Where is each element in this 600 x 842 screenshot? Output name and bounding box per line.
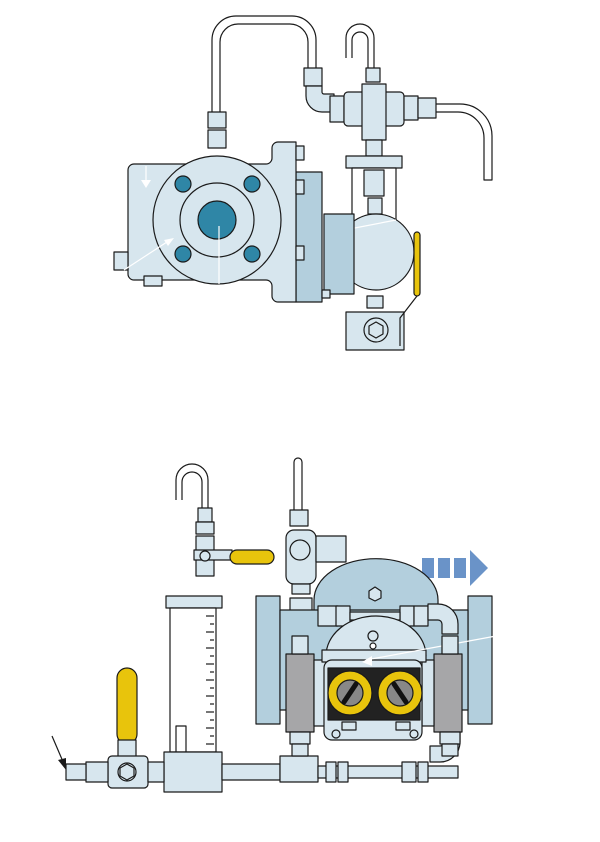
right-end-cap xyxy=(433,653,463,733)
pipe-fitting xyxy=(207,129,227,149)
inlet-arrow xyxy=(58,758,66,770)
dial-right xyxy=(377,670,423,716)
top-assembly xyxy=(113,15,493,351)
left-flange xyxy=(255,595,281,725)
right-flange xyxy=(467,595,493,725)
pipe-fitting xyxy=(207,111,227,129)
graduation-marks xyxy=(206,615,214,745)
cylinder-cap xyxy=(165,595,223,609)
dial-left xyxy=(327,670,373,716)
cylinder-base xyxy=(163,751,223,793)
mount-bracket xyxy=(323,213,355,295)
pipe-fitting xyxy=(303,67,323,87)
vent-valve-handle xyxy=(229,549,275,565)
valve-handle xyxy=(413,231,421,297)
drain-valve-handle xyxy=(116,667,138,745)
bottom-assembly xyxy=(51,457,497,793)
dial-pointer xyxy=(341,681,359,705)
loop-pipe xyxy=(211,15,317,112)
sight-glass-cap xyxy=(345,155,403,169)
check-valve-cap xyxy=(315,535,347,563)
left-end-cap xyxy=(285,653,315,733)
flow-direction-arrow xyxy=(422,550,488,586)
elbow-fitting xyxy=(305,85,335,113)
inlet-port xyxy=(197,200,237,240)
dial-pointer xyxy=(391,681,409,705)
